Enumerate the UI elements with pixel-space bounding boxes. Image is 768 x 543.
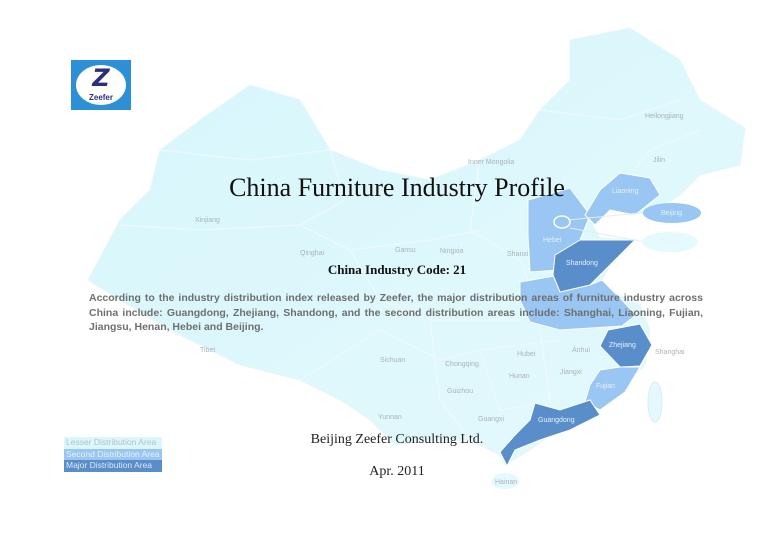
province-labels: Heilongjiang Jilin Inner Mongolia Liaoni… [195, 113, 685, 486]
tianjin-callout [642, 232, 698, 252]
label-beijing: Beijing [661, 210, 682, 217]
label-guangxi: Guangxi [478, 416, 505, 423]
taiwan-island [647, 381, 663, 423]
logo-mark: Z [92, 64, 110, 92]
shandong-region [552, 239, 637, 293]
label-jiangxi: Jiangxi [560, 369, 582, 376]
label-jilin: Jilin [653, 157, 665, 164]
label-zhejiang: Zhejiang [609, 342, 636, 349]
label-heilongjiang: Heilongjiang [645, 113, 684, 120]
label-inner-mongolia: Inner Mongolia [468, 159, 514, 166]
legend-lesser: Lesser Distribution Area [64, 437, 162, 449]
zhejiang-region [599, 323, 653, 368]
hainan-island [491, 473, 519, 489]
company-name: Beijing Zeefer Consulting Ltd. [310, 432, 484, 447]
label-hainan: Hainan [495, 479, 517, 486]
beijing-callout [643, 203, 701, 223]
label-tianjin: Tianjin [660, 239, 680, 246]
label-anhui: Anhui [572, 347, 590, 354]
label-chongqing: Chongqing [445, 361, 479, 368]
label-hebei: Hebei [543, 237, 562, 244]
label-shandong: Shandong [566, 260, 598, 267]
label-guizhou: Guizhou [447, 388, 473, 395]
legend-major: Major Distribution Area [64, 460, 162, 472]
province-borders [119, 99, 701, 441]
label-gansu: Gansu [395, 247, 416, 254]
label-guangdong: Guangdong [538, 417, 575, 424]
fujian-region [584, 366, 641, 411]
page-title: China Furniture Industry Profile [229, 173, 565, 202]
liaoning-region [584, 172, 661, 226]
description-paragraph: According to the industry distribution i… [89, 292, 703, 333]
label-ningxia: Ningxia [440, 248, 463, 255]
label-yunnan: Yunnan [378, 414, 402, 421]
legend-second: Second Distribution Area [64, 448, 162, 460]
logo-name: Zeefer [88, 93, 113, 102]
label-shanghai: Shanghai [655, 349, 685, 356]
industry-code: China Industry Code: 21 [327, 262, 467, 277]
publication-date: Apr. 2011 [369, 464, 425, 479]
map-legend: Lesser Distribution Area Second Distribu… [64, 437, 162, 472]
label-hunan: Hunan [509, 373, 530, 380]
guangdong-region [499, 399, 601, 468]
label-hubei: Hubei [517, 351, 536, 358]
label-fujian: Fujian [596, 383, 615, 390]
label-tibet: Tibet [200, 347, 215, 354]
label-qinghai: Qinghai [300, 250, 325, 257]
label-shanxi: Shanxi [507, 251, 529, 258]
label-liaoning: Liaoning [612, 188, 639, 195]
beijing-tianjin-area [553, 215, 571, 229]
label-xinjiang: Xinjiang [195, 217, 220, 224]
zeefer-logo: Z Zeefer [71, 60, 131, 110]
label-sichuan: Sichuan [380, 357, 405, 364]
